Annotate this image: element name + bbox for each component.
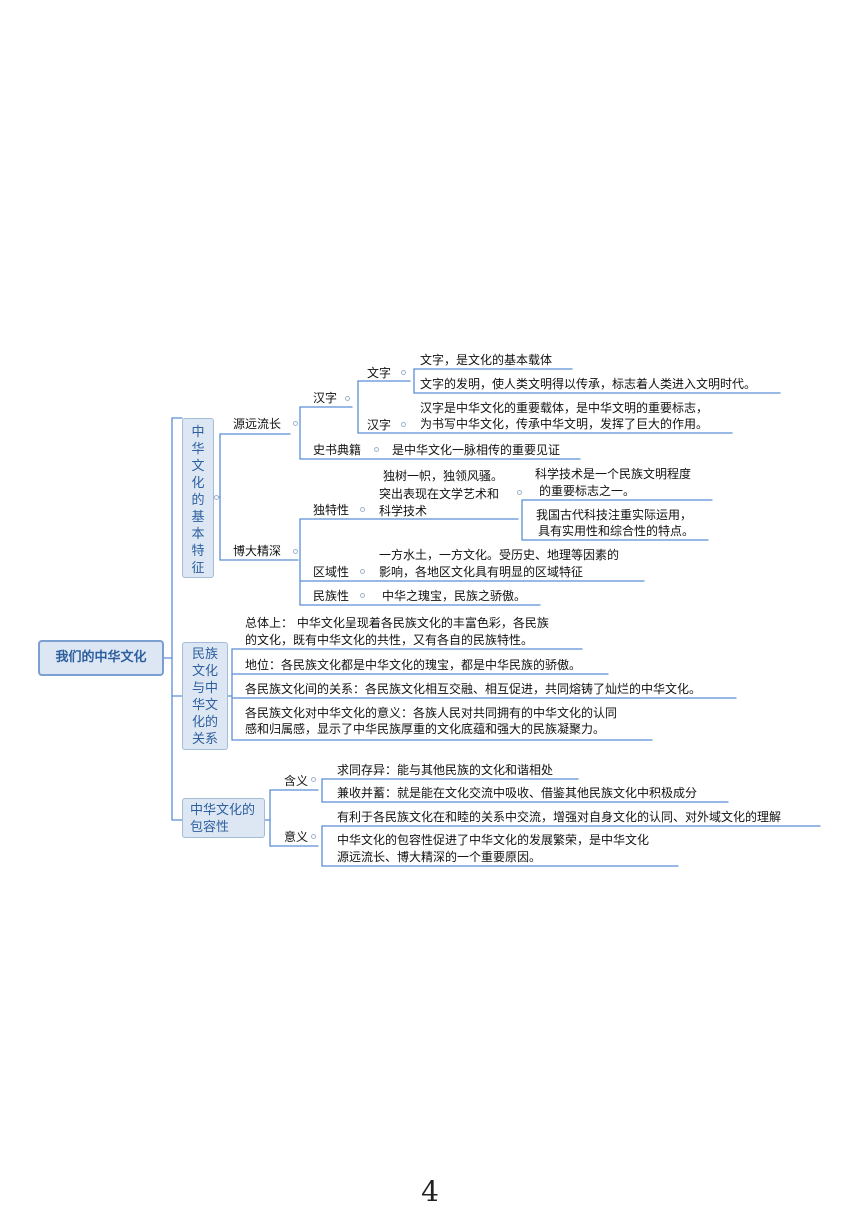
science-a-text: 的重要标志之一。 xyxy=(539,484,636,498)
collapse-dot-icon[interactable] xyxy=(360,507,365,512)
basic-features-topic[interactable]: 中 华 文 化 的 基 本 特 征 xyxy=(182,418,214,578)
guanxi-text: 各民族文化间的关系：各民族文化相互交融、相互促进，共同熔铸了灿烂的中华文化。 xyxy=(245,682,702,696)
shishu-label[interactable]: 史书典籍 xyxy=(313,443,362,457)
collapse-dot-icon[interactable] xyxy=(293,549,298,554)
collapse-dot-icon[interactable] xyxy=(345,396,350,401)
relation-yiyi-text: 感和归属感，显示了中华民族厚重的文化底蕴和强大的民族凝聚力。 xyxy=(245,722,606,736)
dute-text: 突出表现在文学艺术和 xyxy=(379,487,500,501)
hanyi-item: 求同存异：能与其他民族的文化和谐相处 xyxy=(337,763,554,777)
topic-line: 中华文化的 xyxy=(190,803,256,818)
collapse-dot-icon[interactable] xyxy=(360,593,365,598)
collapse-dot-icon[interactable] xyxy=(401,422,406,427)
hanzi2-text: 汉字是中华文化的重要载体，是中华文明的重要标志， xyxy=(420,401,709,415)
collapse-dot-icon[interactable] xyxy=(214,495,219,500)
topic-line: 文化 xyxy=(191,664,218,679)
wenzi-item: 文字的发明，使人类文明得以传承，标志着人类进入文明时代。 xyxy=(420,377,757,391)
quyu-text: 影响，各地区文化具有明显的区域特征 xyxy=(379,565,584,579)
topic-char: 本 xyxy=(191,527,205,542)
topic-char: 化 xyxy=(191,476,205,491)
topic-char: 文 xyxy=(191,459,205,474)
inclusive-yiyi-label[interactable]: 意义 xyxy=(284,830,309,844)
dute-label[interactable]: 独特性 xyxy=(313,503,350,517)
hanyi-label[interactable]: 含义 xyxy=(284,774,309,788)
topic-char: 华 xyxy=(191,442,205,457)
collapse-dot-icon[interactable] xyxy=(401,370,406,375)
dute-text: 科学技术 xyxy=(379,504,428,518)
shishu-text: 是中华文化一脉相传的重要见证 xyxy=(392,443,561,457)
quyu-label[interactable]: 区域性 xyxy=(313,565,350,579)
topic-line: 关系 xyxy=(191,732,218,747)
minzu-label[interactable]: 民族性 xyxy=(313,589,350,603)
hanzi-label[interactable]: 汉字 xyxy=(313,391,338,405)
diwei-text: 地位：各民族文化都是中华文化的瑰宝，都是中华民族的骄傲。 xyxy=(245,658,582,672)
collapse-dot-icon[interactable] xyxy=(374,447,379,452)
inclusive-yiyi-b: 源远流长、博大精深的一个重要原因。 xyxy=(337,850,542,864)
hanyi-item: 兼收并蓄：就是能在文化交流中吸收、借鉴其他民族文化中积极成分 xyxy=(337,786,698,800)
collapse-dot-icon[interactable] xyxy=(360,569,365,574)
hanzi2-label[interactable]: 汉字 xyxy=(367,418,392,432)
page-number: 4 xyxy=(421,1175,439,1208)
topic-line: 华文 xyxy=(191,698,218,713)
relation-yiyi-text: 各民族文化对中华文化的意义：各族人民对共同拥有的中华文化的认同 xyxy=(245,706,618,720)
quyu-text: 一方水土，一方文化。受历史、地理等因素的 xyxy=(379,548,620,562)
boda-label[interactable]: 博大精深 xyxy=(233,544,282,558)
inclusive-yiyi-b: 中华文化的包容性促进了中华文化的发展繁荣，是中华文化 xyxy=(337,833,650,847)
topic-char: 特 xyxy=(191,544,205,559)
zongti-text: 总体上： 中华文化呈现着各民族文化的丰富色彩，各民族 xyxy=(245,616,549,630)
inclusive-yiyi-a: 有利于各民族文化在和睦的关系中交流，增强对自身文化的认同、对外域文化的理解 xyxy=(337,810,782,824)
science-b-text: 具有实用性和综合性的特点。 xyxy=(538,524,695,538)
dute-text: 独树一帜，独领风骚。 xyxy=(383,469,504,483)
topic-char: 征 xyxy=(191,561,205,576)
minzu-text: 中华之瑰宝，民族之骄傲。 xyxy=(382,589,527,603)
collapse-dot-icon[interactable] xyxy=(311,777,316,782)
topic-line: 与中 xyxy=(191,681,218,696)
collapse-dot-icon[interactable] xyxy=(293,421,298,426)
topic-line: 民族 xyxy=(191,647,218,662)
topic-line: 化的 xyxy=(191,715,218,730)
science-a-text: 科学技术是一个民族文明程度 xyxy=(535,467,692,481)
collapse-dot-icon[interactable] xyxy=(311,834,316,839)
wenzi-item: 文字，是文化的基本载体 xyxy=(420,353,553,367)
root-topic[interactable]: 我们的中华文化 xyxy=(38,640,164,676)
relation-topic[interactable]: 民族 文化 与中 华文 化的 关系 xyxy=(182,642,228,750)
hanzi2-text: 为书写中华文化，传承中华文明，发挥了巨大的作用。 xyxy=(420,417,709,431)
inclusive-topic[interactable]: 中华文化的 包容性 xyxy=(182,798,265,838)
topic-line: 包容性 xyxy=(190,820,230,835)
topic-char: 中 xyxy=(191,425,205,440)
topic-char: 基 xyxy=(191,510,205,525)
collapse-dot-icon[interactable] xyxy=(517,490,522,495)
science-b-text: 我国古代科技注重实际运用， xyxy=(536,508,693,522)
wenzi-label[interactable]: 文字 xyxy=(367,366,392,380)
zongti-text: 的文化，既有中华文化的共性，又有各自的民族特性。 xyxy=(245,633,534,647)
yuanyuan-label[interactable]: 源远流长 xyxy=(233,417,282,431)
topic-char: 的 xyxy=(191,493,205,508)
basic-to-yuanyuan xyxy=(213,433,291,498)
